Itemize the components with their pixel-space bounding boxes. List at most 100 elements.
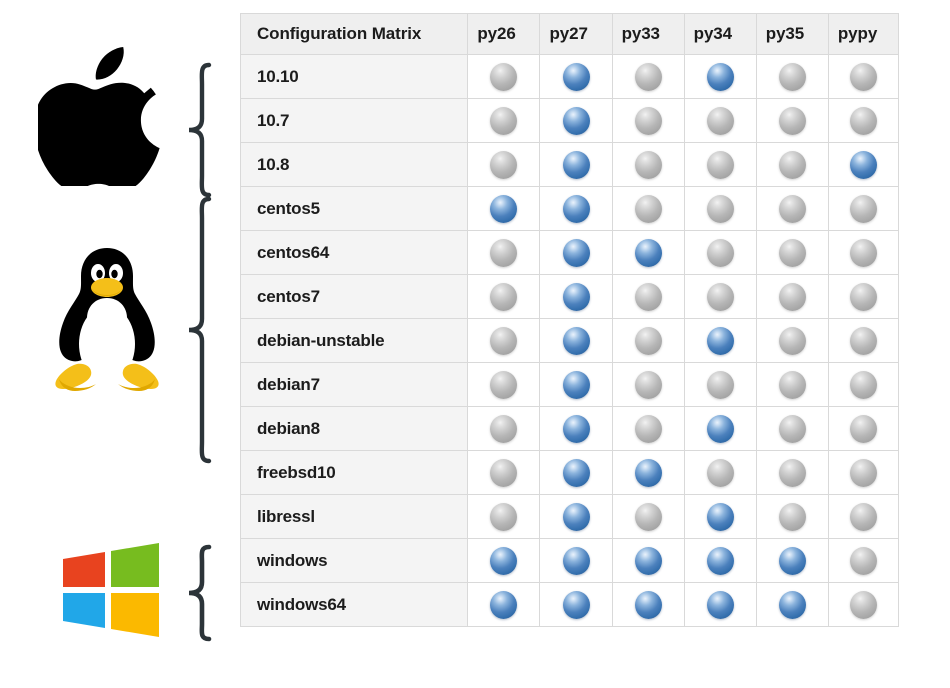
cell-centos7-pypy[interactable]: [827, 274, 900, 319]
cell-debian7-py27[interactable]: [539, 362, 613, 407]
cell-centos5-py34[interactable]: [683, 186, 757, 231]
cell-windows64-py33[interactable]: [611, 582, 685, 627]
cell-windows-py26[interactable]: [467, 538, 541, 583]
cell-10.7-py35[interactable]: [755, 98, 829, 143]
cell-debian8-py27[interactable]: [539, 406, 613, 451]
cell-windows64-py35[interactable]: [755, 582, 829, 627]
cell-centos64-py35[interactable]: [755, 230, 829, 275]
row-label-windows64: windows64: [239, 582, 469, 627]
cell-10.8-py26[interactable]: [467, 142, 541, 187]
cell-debian8-py34[interactable]: [683, 406, 757, 451]
status-ball-inactive-icon: [634, 326, 662, 355]
cell-freebsd10-py35[interactable]: [755, 450, 829, 495]
cell-10.10-py33[interactable]: [611, 54, 685, 99]
status-ball-inactive-icon: [778, 502, 806, 531]
cell-libressl-py26[interactable]: [467, 494, 541, 539]
status-ball-active-icon: [562, 326, 590, 355]
cell-centos64-py27[interactable]: [539, 230, 613, 275]
cell-debian8-py35[interactable]: [755, 406, 829, 451]
status-ball-inactive-icon: [778, 458, 806, 487]
windows-logo-container: [56, 540, 166, 640]
table-row: freebsd10: [239, 450, 900, 495]
cell-10.7-py26[interactable]: [467, 98, 541, 143]
cell-10.8-py33[interactable]: [611, 142, 685, 187]
header-py34: py34: [683, 13, 757, 55]
status-ball-inactive-icon: [490, 370, 518, 399]
cell-centos64-py33[interactable]: [611, 230, 685, 275]
cell-centos7-py34[interactable]: [683, 274, 757, 319]
cell-centos5-py27[interactable]: [539, 186, 613, 231]
cell-libressl-py34[interactable]: [683, 494, 757, 539]
cell-windows64-pypy[interactable]: [827, 582, 900, 627]
cell-10.7-py34[interactable]: [683, 98, 757, 143]
cell-10.8-py34[interactable]: [683, 142, 757, 187]
row-label-10.8: 10.8: [239, 142, 469, 187]
cell-freebsd10-py33[interactable]: [611, 450, 685, 495]
cell-debian-unstable-py35[interactable]: [755, 318, 829, 363]
cell-centos64-pypy[interactable]: [827, 230, 900, 275]
cell-10.10-py35[interactable]: [755, 54, 829, 99]
cell-windows64-py27[interactable]: [539, 582, 613, 627]
cell-windows-py35[interactable]: [755, 538, 829, 583]
cell-debian7-py35[interactable]: [755, 362, 829, 407]
cell-libressl-py35[interactable]: [755, 494, 829, 539]
cell-debian8-py33[interactable]: [611, 406, 685, 451]
status-ball-active-icon: [562, 238, 590, 267]
cell-windows64-py26[interactable]: [467, 582, 541, 627]
table-row: windows64: [239, 582, 900, 627]
cell-10.10-pypy[interactable]: [827, 54, 900, 99]
cell-debian8-pypy[interactable]: [827, 406, 900, 451]
status-ball-active-icon: [562, 62, 590, 91]
status-ball-inactive-icon: [778, 238, 806, 267]
cell-10.10-py34[interactable]: [683, 54, 757, 99]
cell-debian-unstable-py33[interactable]: [611, 318, 685, 363]
cell-libressl-pypy[interactable]: [827, 494, 900, 539]
cell-windows-py33[interactable]: [611, 538, 685, 583]
cell-centos5-py33[interactable]: [611, 186, 685, 231]
cell-debian7-pypy[interactable]: [827, 362, 900, 407]
cell-10.7-py33[interactable]: [611, 98, 685, 143]
cell-centos7-py26[interactable]: [467, 274, 541, 319]
cell-debian7-py33[interactable]: [611, 362, 685, 407]
cell-centos7-py33[interactable]: [611, 274, 685, 319]
cell-libressl-py33[interactable]: [611, 494, 685, 539]
cell-freebsd10-pypy[interactable]: [827, 450, 900, 495]
cell-windows64-py34[interactable]: [683, 582, 757, 627]
cell-windows-py27[interactable]: [539, 538, 613, 583]
status-ball-inactive-icon: [778, 150, 806, 179]
cell-10.7-pypy[interactable]: [827, 98, 900, 143]
cell-debian-unstable-pypy[interactable]: [827, 318, 900, 363]
row-label-centos7: centos7: [239, 274, 469, 319]
cell-freebsd10-py27[interactable]: [539, 450, 613, 495]
cell-windows-py34[interactable]: [683, 538, 757, 583]
curly-brace-icon: [188, 544, 212, 642]
cell-centos7-py35[interactable]: [755, 274, 829, 319]
cell-10.8-py27[interactable]: [539, 142, 613, 187]
cell-centos64-py34[interactable]: [683, 230, 757, 275]
cell-centos5-py26[interactable]: [467, 186, 541, 231]
row-label-centos64: centos64: [239, 230, 469, 275]
cell-libressl-py27[interactable]: [539, 494, 613, 539]
cell-centos5-py35[interactable]: [755, 186, 829, 231]
cell-debian7-py26[interactable]: [467, 362, 541, 407]
cell-centos64-py26[interactable]: [467, 230, 541, 275]
status-ball-active-icon: [634, 238, 662, 267]
cell-centos5-pypy[interactable]: [827, 186, 900, 231]
cell-debian-unstable-py26[interactable]: [467, 318, 541, 363]
cell-10.10-py26[interactable]: [467, 54, 541, 99]
cell-10.8-pypy[interactable]: [827, 142, 900, 187]
cell-freebsd10-py34[interactable]: [683, 450, 757, 495]
status-ball-active-icon: [706, 590, 734, 619]
cell-centos7-py27[interactable]: [539, 274, 613, 319]
cell-debian7-py34[interactable]: [683, 362, 757, 407]
cell-freebsd10-py26[interactable]: [467, 450, 541, 495]
status-ball-inactive-icon: [490, 238, 518, 267]
cell-10.8-py35[interactable]: [755, 142, 829, 187]
cell-10.10-py27[interactable]: [539, 54, 613, 99]
cell-windows-pypy[interactable]: [827, 538, 900, 583]
cell-debian-unstable-py27[interactable]: [539, 318, 613, 363]
cell-debian8-py26[interactable]: [467, 406, 541, 451]
cell-debian-unstable-py34[interactable]: [683, 318, 757, 363]
cell-10.7-py27[interactable]: [539, 98, 613, 143]
status-ball-inactive-icon: [849, 326, 877, 355]
